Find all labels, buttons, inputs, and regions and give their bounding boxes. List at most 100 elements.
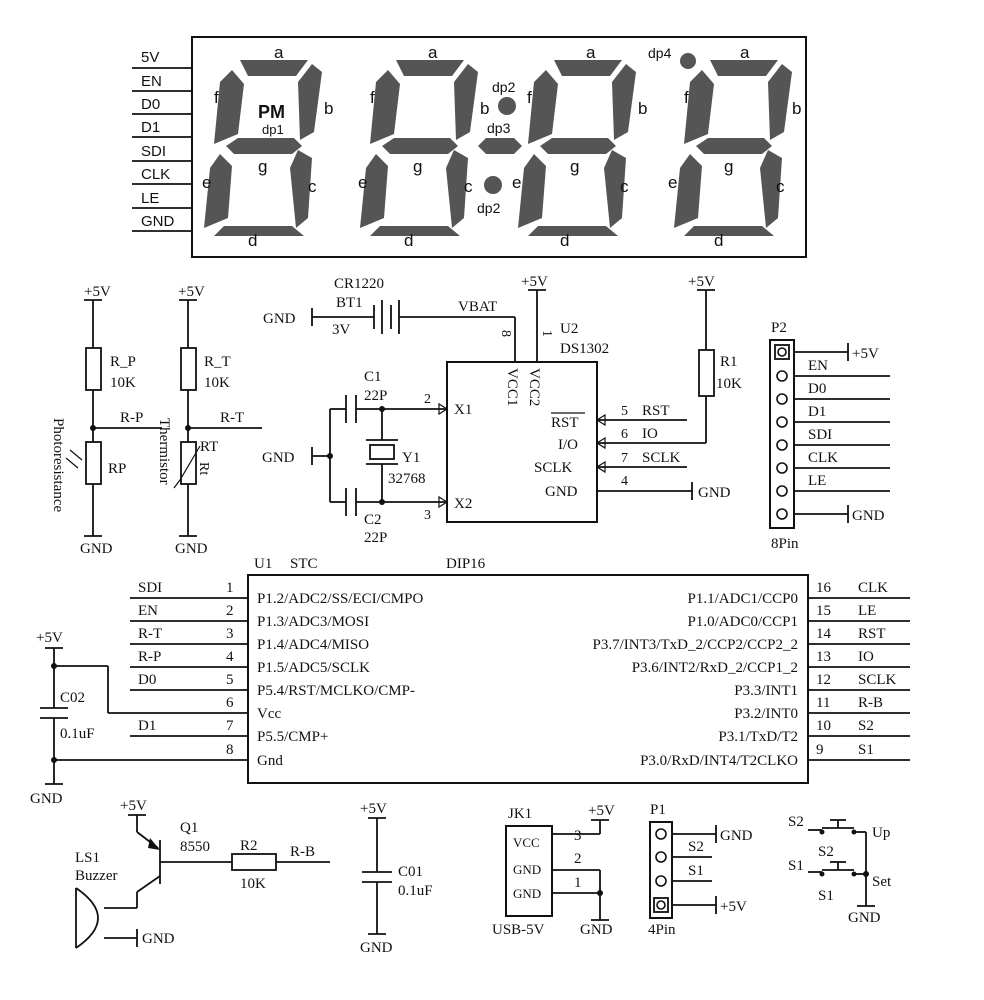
- u1-net: D0: [138, 672, 156, 688]
- u1-net: R-P: [138, 649, 161, 665]
- u1-net: EN: [138, 603, 158, 619]
- rtc-circuit: GND CR1220 BT1 3V VBAT 8 +5V 1 U2 DS1302…: [262, 274, 742, 546]
- q1-val: 8550: [180, 839, 210, 855]
- digit-1: [204, 60, 322, 236]
- seg-label: f: [214, 88, 219, 107]
- c1-val: 22P: [364, 388, 387, 404]
- p2-pin-label: D0: [808, 381, 826, 397]
- net-r-b: R-B: [290, 844, 315, 860]
- p2-desc: 8Pin: [771, 536, 799, 552]
- u1-pin-fn: P5.5/CMP+: [257, 729, 328, 745]
- gnd-label: GND: [263, 311, 296, 327]
- u1-pin-fn: P3.1/TxD/T2: [718, 729, 798, 745]
- u1-pin-fn: P3.2/INT0: [734, 706, 798, 722]
- seg-label: b: [792, 99, 801, 118]
- u1-pin-num: 5: [226, 672, 234, 688]
- u1-pin-num: 15: [816, 603, 831, 619]
- vcc-label: +5V: [84, 284, 111, 300]
- u1-pin-num: 14: [816, 626, 832, 642]
- p2-connector: P2 +5V EN D0 D1 SDI CLK LE GND 8Pin: [769, 320, 890, 552]
- seg-label: c: [464, 177, 473, 196]
- u2-pin1: 1: [539, 330, 554, 337]
- ls1-ref: LS1: [75, 850, 100, 866]
- u1-net: S2: [858, 718, 874, 734]
- u1-pin-fn: P3.3/INT1: [734, 683, 798, 699]
- u1-pin-num: 12: [816, 672, 831, 688]
- r-t-ref: R_T: [204, 354, 231, 370]
- dp1-label: dp1: [262, 122, 284, 137]
- dp3-bar: [478, 138, 522, 154]
- battery-ref: BT1: [336, 295, 363, 311]
- ls1-desc: Buzzer: [75, 868, 117, 884]
- p1-net: GND: [720, 828, 753, 844]
- u1-net: IO: [858, 649, 874, 665]
- dp4-dot: [680, 53, 696, 69]
- u1-pin-fn: P1.3/ADC3/MOSI: [257, 614, 369, 630]
- display-pin-label: 5V: [141, 49, 159, 66]
- jk1-pin-num: 3: [574, 828, 582, 844]
- net-r-p: R-P: [120, 410, 143, 426]
- u1-net: D1: [138, 718, 156, 734]
- seg-label: b: [480, 99, 489, 118]
- buzzer-circuit: +5V Q1 8550 R2 10K R-B LS1 Buzzer GND: [75, 798, 330, 949]
- p2-pin-label: CLK: [808, 450, 838, 466]
- u2-pin8: 8: [498, 330, 513, 337]
- net-io: IO: [642, 426, 658, 442]
- u2-vcc1: VCC1: [504, 368, 520, 406]
- u1-pin-num: 11: [816, 695, 830, 711]
- c01-circuit: +5V C01 0.1uF GND: [360, 801, 433, 956]
- u1-pin-fn: P3.7/INT3/TxD_2/CCP2/CCP2_2: [593, 637, 798, 653]
- u1-net: R-B: [858, 695, 883, 711]
- u1-ref: U1: [254, 556, 272, 572]
- c02-ref: C02: [60, 690, 85, 706]
- p2-pin-label: SDI: [808, 427, 832, 443]
- u1-pin-num: 7: [226, 718, 234, 734]
- gnd-label: GND: [30, 791, 63, 807]
- u2-pin2: 2: [424, 392, 431, 407]
- p2-pin-label: GND: [852, 508, 885, 524]
- u1-mcu: U1 STC DIP16 SDI EN R-T R-P D0 D1 1 2 3 …: [30, 556, 910, 807]
- u1-net: SDI: [138, 580, 162, 596]
- u2-pin6: 6: [621, 427, 628, 442]
- jk1-pin: GND: [513, 862, 541, 877]
- u1-net: S1: [858, 742, 874, 758]
- jk1-usb: JK1 VCC GND GND 3 2 1 +5V GND USB-5V: [492, 803, 615, 938]
- u2-gnd: GND: [545, 484, 578, 500]
- u1-pin-num: 1: [226, 580, 234, 596]
- digit-3: [518, 60, 636, 236]
- pm-indicator: PM: [258, 102, 285, 122]
- u2-vcc2: VCC2: [526, 368, 542, 406]
- u1-pin-fn: P1.4/ADC4/MISO: [257, 637, 369, 653]
- u2-x1: X1: [454, 402, 472, 418]
- p1-net: S1: [688, 863, 704, 879]
- u1-pin-num: 10: [816, 718, 831, 734]
- r-p-resistor: [85, 347, 102, 391]
- u1-pin-fn: P1.1/ADC1/CCP0: [688, 591, 798, 607]
- c2-ref: C2: [364, 512, 382, 528]
- u2-pin7: 7: [621, 451, 628, 466]
- u1-net: R-T: [138, 626, 162, 642]
- u1-pin-fn: P5.4/RST/MCLKO/CMP-: [257, 683, 415, 699]
- u1-pkg: DIP16: [446, 556, 486, 572]
- u1-net: RST: [858, 626, 886, 642]
- seg-label: c: [620, 177, 629, 196]
- u1-pin-fn: Vcc: [257, 706, 281, 722]
- seg-label: d: [248, 231, 257, 250]
- r-t-val: 10K: [204, 375, 230, 391]
- s1-ref: S1: [818, 888, 834, 904]
- seg-label: b: [638, 99, 647, 118]
- display-pin-label: D1: [141, 119, 160, 136]
- rp-ref: RP: [108, 461, 126, 477]
- rt-symbol: Rt: [196, 462, 211, 475]
- thermistor-circuit: +5V R_T 10K R-T RT Rt GND Thermistor: [156, 284, 262, 557]
- battery-type: CR1220: [334, 276, 384, 292]
- display-pin-label: GND: [141, 213, 175, 230]
- digit-2: [360, 60, 478, 236]
- y1-crystal: [369, 444, 395, 460]
- u1-pin-num: 9: [816, 742, 824, 758]
- jk1-desc: USB-5V: [492, 922, 545, 938]
- y1-val: 32768: [388, 471, 426, 487]
- seg-label: e: [202, 173, 211, 192]
- seg-label: a: [428, 43, 438, 62]
